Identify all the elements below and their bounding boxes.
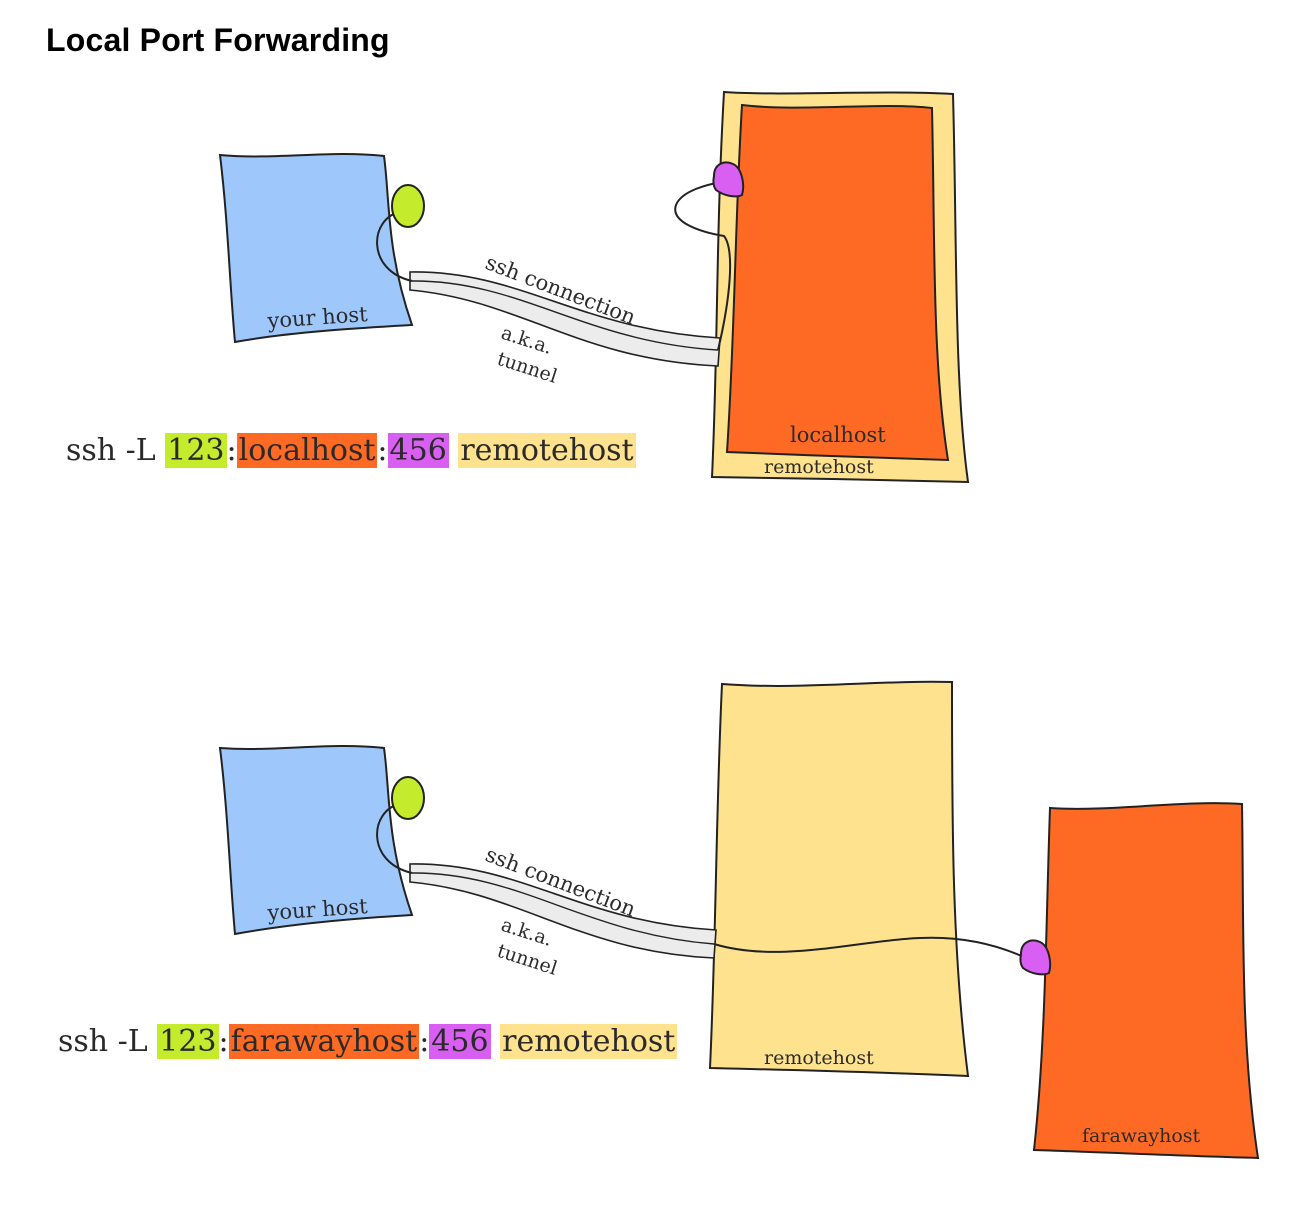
cmd-ssh-host: remotehost <box>500 1024 678 1059</box>
forward-line <box>713 936 1027 959</box>
tunnel-label-tunnel: tunnel <box>494 940 559 980</box>
remotehost-label: remotehost <box>764 1047 874 1069</box>
cmd-sep: : <box>377 433 388 468</box>
connection-line <box>376 803 413 874</box>
tunnel-pipe <box>409 863 717 959</box>
scenario-2: your host ssh connection a.k.a. tunnel r… <box>218 680 1260 1160</box>
cmd-prefix: ssh -L <box>66 433 166 468</box>
tunnel-pipe <box>409 271 721 367</box>
your-host-box <box>218 153 414 344</box>
cmd-host: localhost <box>236 433 378 468</box>
local-port-icon <box>391 776 425 820</box>
command-2: ssh -L 123:farawayhost:456 remotehost <box>58 1024 678 1060</box>
farawayhost-label: farawayhost <box>1082 1125 1201 1147</box>
cmd-ssh-host: remotehost <box>458 433 636 468</box>
cmd-remote-port: 456 <box>387 433 449 468</box>
cmd-sep: : <box>226 433 237 468</box>
cmd-prefix: ssh -L <box>58 1024 158 1059</box>
remote-port-icon <box>712 161 745 198</box>
remote-host-box <box>708 680 970 1078</box>
remotehost-label: remotehost <box>764 456 874 478</box>
local-port-icon <box>391 184 425 228</box>
cmd-sep: : <box>218 1024 229 1059</box>
remote-port-icon <box>1019 939 1052 976</box>
cmd-sep: : <box>419 1024 430 1059</box>
tunnel-label-tunnel: tunnel <box>494 348 559 388</box>
cmd-space <box>449 433 459 468</box>
faraway-host-box <box>1032 802 1260 1160</box>
page-title: Local Port Forwarding <box>46 22 390 58</box>
cmd-host: farawayhost <box>228 1024 420 1059</box>
connection-line <box>376 211 413 282</box>
cmd-local-port: 123 <box>157 1024 219 1059</box>
your-host-box <box>218 745 414 936</box>
localhost-label: localhost <box>790 423 886 447</box>
scenario-1: your host ssh connection a.k.a. tunnel l… <box>218 90 970 484</box>
cmd-local-port: 123 <box>165 433 227 468</box>
cmd-space <box>491 1024 501 1059</box>
localhost-box <box>725 103 950 462</box>
forward-loop <box>674 181 732 351</box>
cmd-remote-port: 456 <box>429 1024 491 1059</box>
command-1: ssh -L 123:localhost:456 remotehost <box>66 433 636 469</box>
